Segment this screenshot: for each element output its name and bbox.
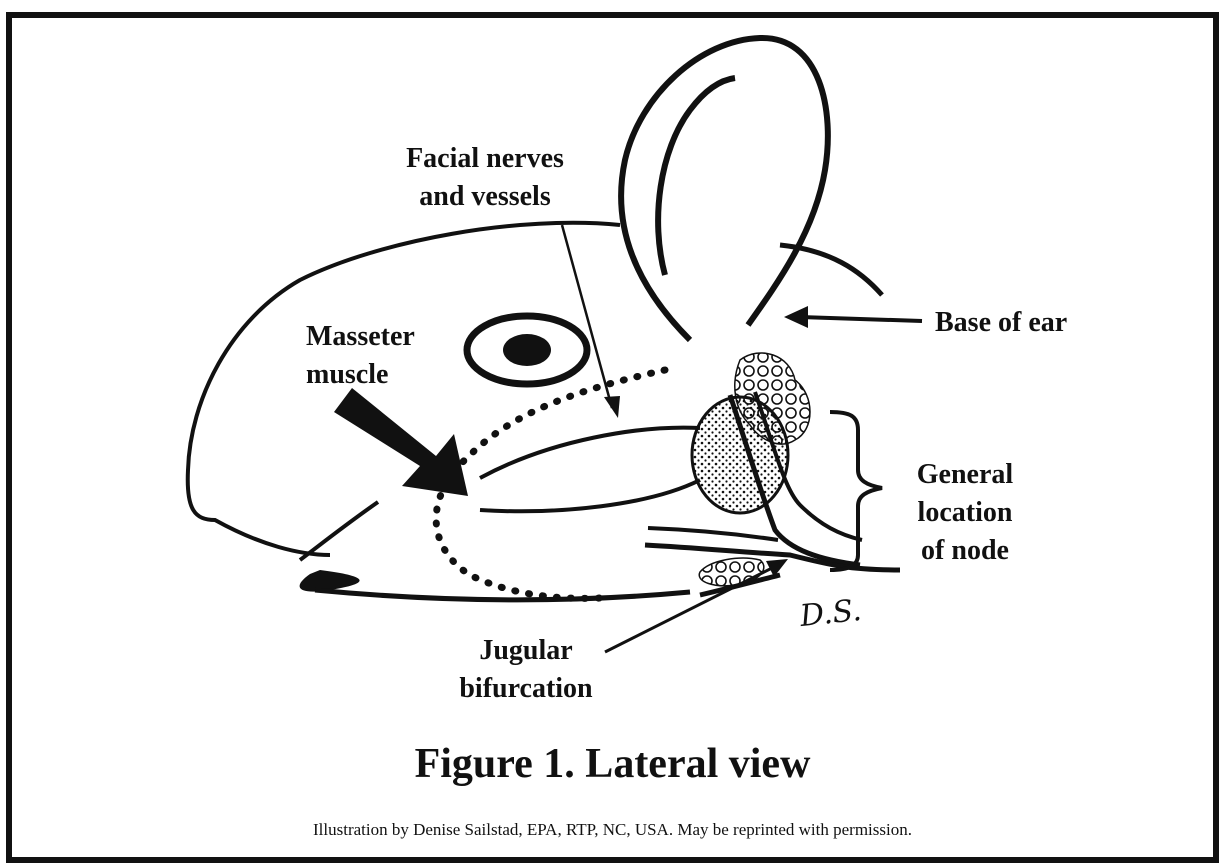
base-of-ear-pointer: [800, 317, 922, 321]
label-masseter-line2: muscle: [306, 356, 415, 394]
facial-nerves-arrowhead: [604, 396, 620, 418]
label-facial-nerves-line2: and vessels: [380, 178, 590, 216]
label-general-location: General location of node: [900, 456, 1030, 570]
label-facial-nerves: Facial nerves and vessels: [380, 140, 590, 216]
vessel-horizontal-1: [648, 528, 778, 540]
label-jugular-line1: Jugular: [436, 632, 616, 670]
label-general-location-line3: of node: [900, 532, 1030, 570]
eye-pupil: [503, 334, 551, 366]
ear-inner: [658, 78, 735, 275]
base-of-ear-arrowhead: [784, 306, 808, 328]
label-facial-nerves-line1: Facial nerves: [380, 140, 590, 178]
label-masseter-line1: Masseter: [306, 318, 415, 356]
artist-signature: D.S.: [798, 593, 863, 634]
figure-title: Figure 1. Lateral view: [0, 740, 1225, 788]
label-jugular-line2: bifurcation: [436, 670, 616, 708]
label-jugular: Jugular bifurcation: [436, 632, 616, 708]
figure-credit: Illustration by Denise Sailstad, EPA, RT…: [0, 820, 1225, 840]
label-base-of-ear: Base of ear: [935, 304, 1067, 342]
label-masseter: Masseter muscle: [306, 318, 415, 394]
lower-jaw: [300, 570, 360, 592]
masseter-dotted-outline: [436, 370, 665, 598]
jaw-outline: [315, 590, 690, 600]
node-bracket: [830, 412, 882, 570]
masseter-arrow: [334, 388, 468, 496]
label-general-location-line1: General: [900, 456, 1030, 494]
facial-vessel-upper: [480, 428, 700, 478]
facial-vessel-lower: [480, 480, 700, 511]
facial-nerves-pointer: [562, 225, 612, 408]
label-general-location-line2: location: [900, 494, 1030, 532]
mouth-line: [300, 502, 378, 560]
jugular-pointer: [605, 565, 778, 652]
